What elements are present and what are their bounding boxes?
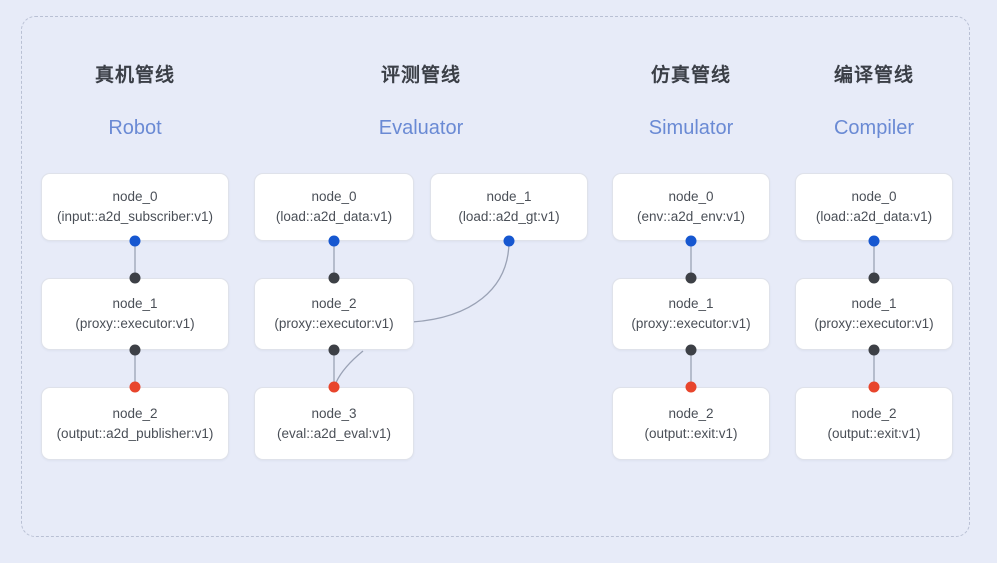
node-kind: (load::a2d_data:v1) (275, 209, 393, 224)
column-title-en: Simulator (648, 117, 734, 139)
node-robot-0[interactable]: node_0 (input::a2d_subscriber:v1) (41, 173, 229, 241)
column-header-evaluator: 评测管线 Evaluator (331, 66, 511, 138)
node-name: node_0 (311, 189, 357, 205)
port-input-dot-compiler-2[interactable] (868, 381, 880, 393)
column-title-en: Compiler (833, 117, 915, 139)
column-title-en: Evaluator (378, 117, 464, 139)
node-name: node_0 (112, 189, 158, 205)
node-kind: (proxy::executor:v1) (631, 316, 751, 331)
port-output-dot-evaluator-0[interactable] (328, 235, 340, 247)
port-output-dot-robot-0[interactable] (129, 235, 141, 247)
node-robot-2[interactable]: node_2 (output::a2d_publisher:v1) (41, 387, 229, 460)
port-output-dot-compiler-1[interactable] (868, 344, 880, 356)
node-compiler-0[interactable]: node_0 (load::a2d_data:v1) (795, 173, 953, 241)
port-output-dot-simulator-1[interactable] (685, 344, 697, 356)
node-kind: (proxy::executor:v1) (75, 316, 195, 331)
pipeline-container-frame (21, 16, 970, 537)
node-evaluator-2[interactable]: node_2 (proxy::executor:v1) (254, 278, 414, 350)
node-name: node_2 (112, 405, 158, 421)
node-kind: (output::a2d_publisher:v1) (56, 425, 214, 441)
column-title-cn: 编译管线 (833, 65, 914, 86)
port-input-dot-simulator-1[interactable] (685, 272, 697, 284)
node-kind: (proxy::executor:v1) (814, 316, 934, 331)
column-title-cn: 真机管线 (94, 65, 175, 86)
port-output-dot-simulator-0[interactable] (685, 235, 697, 247)
node-evaluator-3[interactable]: node_3 (eval::a2d_eval:v1) (254, 387, 414, 460)
node-simulator-2[interactable]: node_2 (output::exit:v1) (612, 387, 770, 460)
node-name: node_0 (668, 189, 714, 205)
node-evaluator-1[interactable]: node_1 (load::a2d_gt:v1) (430, 173, 588, 241)
column-title-cn: 仿真管线 (650, 65, 731, 86)
port-output-dot-robot-1[interactable] (129, 344, 141, 356)
node-name: node_0 (851, 189, 897, 205)
node-name: node_1 (851, 296, 897, 312)
port-output-dot-compiler-0[interactable] (868, 235, 880, 247)
port-input-dot-simulator-2[interactable] (685, 381, 697, 393)
node-kind: (eval::a2d_eval:v1) (276, 425, 392, 441)
node-simulator-0[interactable]: node_0 (env::a2d_env:v1) (612, 173, 770, 241)
port-input-dot-evaluator-3[interactable] (328, 381, 340, 393)
port-input-dot-robot-1[interactable] (129, 272, 141, 284)
column-header-simulator: 仿真管线 Simulator (601, 66, 781, 138)
port-input-dot-compiler-1[interactable] (868, 272, 880, 284)
node-kind: (load::a2d_gt:v1) (458, 209, 560, 224)
node-kind: (output::exit:v1) (827, 425, 921, 441)
node-name: node_1 (112, 296, 158, 312)
column-header-compiler: 编译管线 Compiler (784, 66, 964, 138)
node-kind: (input::a2d_subscriber:v1) (56, 209, 214, 224)
node-name: node_2 (311, 296, 357, 312)
port-output-dot-evaluator-2[interactable] (328, 344, 340, 356)
column-title-cn: 评测管线 (380, 65, 461, 86)
node-evaluator-0[interactable]: node_0 (load::a2d_data:v1) (254, 173, 414, 241)
node-kind: (load::a2d_data:v1) (815, 209, 933, 224)
node-name: node_2 (668, 405, 714, 421)
node-kind: (env::a2d_env:v1) (636, 209, 746, 224)
node-compiler-1[interactable]: node_1 (proxy::executor:v1) (795, 278, 953, 350)
node-name: node_3 (311, 405, 357, 421)
node-name: node_1 (486, 189, 532, 205)
node-name: node_1 (668, 296, 714, 312)
node-compiler-2[interactable]: node_2 (output::exit:v1) (795, 387, 953, 460)
port-input-dot-evaluator-2[interactable] (328, 272, 340, 284)
node-name: node_2 (851, 405, 897, 421)
node-robot-1[interactable]: node_1 (proxy::executor:v1) (41, 278, 229, 350)
node-kind: (output::exit:v1) (644, 425, 738, 441)
port-input-dot-robot-2[interactable] (129, 381, 141, 393)
column-header-robot: 真机管线 Robot (45, 66, 225, 138)
port-output-dot-evaluator-1[interactable] (503, 235, 515, 247)
column-title-en: Robot (108, 117, 162, 139)
node-simulator-1[interactable]: node_1 (proxy::executor:v1) (612, 278, 770, 350)
node-kind: (proxy::executor:v1) (274, 316, 394, 331)
